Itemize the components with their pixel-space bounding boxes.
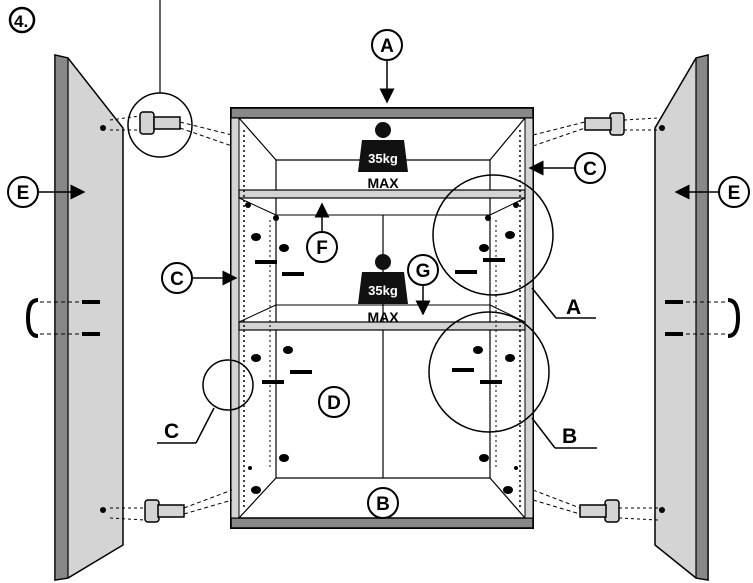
svg-text:C: C [583,159,597,180]
svg-text:G: G [416,261,431,282]
hinge-bottom-left-icon [109,489,233,523]
weight-icon-middle: 35kg MAX [358,254,408,325]
detail-circle-b [428,311,550,433]
shelf-fittings [245,202,519,494]
max-label-middle: MAX [367,309,399,325]
right-door [654,54,709,581]
svg-text:C: C [170,269,184,290]
callout-b-bottom: B [367,487,399,519]
left-handle-icon [25,298,100,338]
svg-text:C: C [164,420,179,443]
svg-text:E: E [17,183,30,204]
svg-text:D: D [327,393,341,414]
svg-text:B: B [376,494,390,515]
leader-c-bottom: C [157,407,215,444]
right-handle-icon [665,298,741,338]
callout-f: F [306,202,338,263]
callout-c-left: C [161,262,238,294]
callout-e-right: E [674,176,750,208]
leader-b-side: B [531,417,597,449]
svg-text:A: A [566,296,581,319]
left-door [54,54,124,581]
callout-c-right: C [528,152,606,184]
detail-circle-a [432,174,554,296]
step-badge: 4. [8,6,36,34]
weight-label-middle: 35kg [368,283,398,298]
detail-circle-c [202,359,254,411]
svg-text:F: F [316,238,328,259]
step-number: 4. [14,12,28,31]
svg-text:E: E [728,183,741,204]
hinge-top-right-icon [532,112,659,147]
weight-label-top: 35kg [368,151,398,166]
svg-text:B: B [562,425,577,448]
callout-d: D [318,386,350,418]
callout-e-left: E [7,176,86,208]
callout-a-top: A [371,29,403,104]
callout-g: G [407,254,439,316]
hinge-bottom-right-icon [532,489,659,523]
svg-text:A: A [380,36,394,57]
hinge-top-left-icon [109,0,233,158]
max-label-top: MAX [367,175,399,191]
weight-icon-top: 35kg MAX [358,122,408,191]
leader-a-side: A [531,287,596,319]
